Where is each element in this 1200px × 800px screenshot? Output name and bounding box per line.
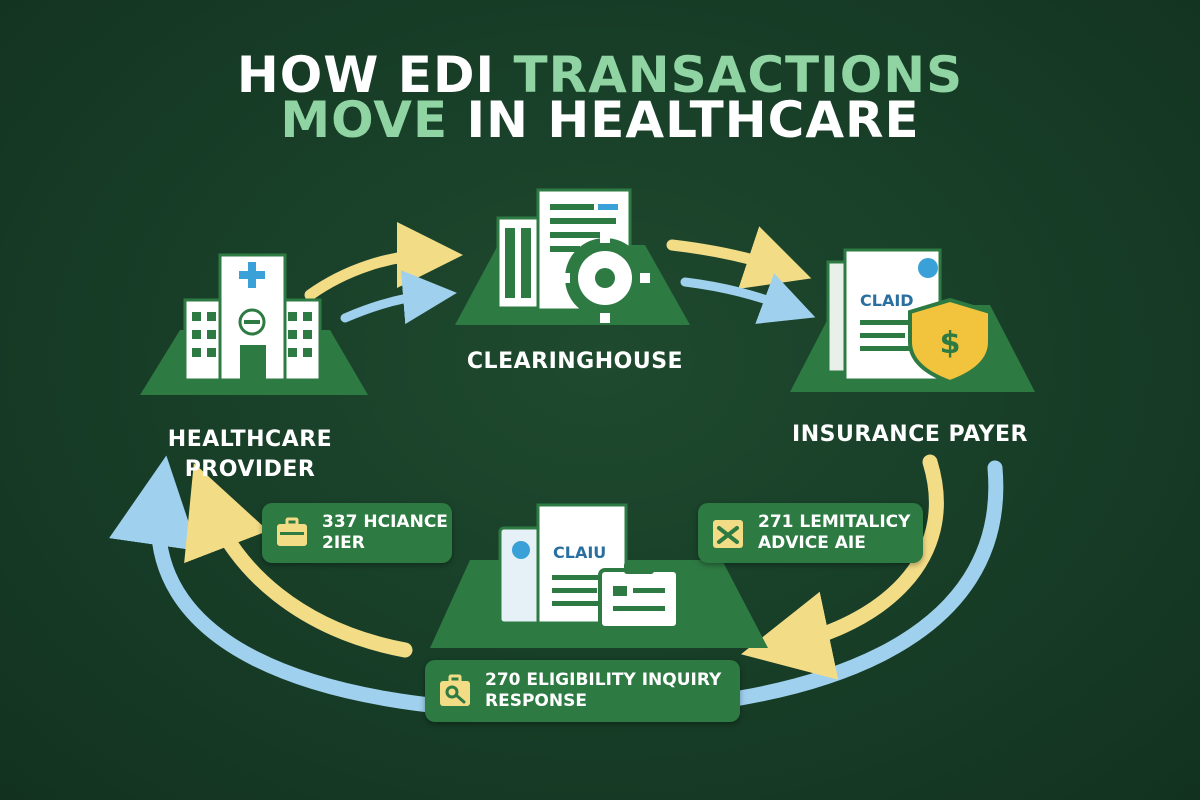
provider-label-line-1: HEALTHCARE	[167, 427, 333, 452]
healthcare-provider-node	[140, 253, 368, 395]
right-tag-line-2: ADVICE AIE	[758, 533, 866, 553]
right-tag-line-1: 271 LEMITALICY	[758, 512, 911, 532]
center-claim-card-text: CLAIU	[553, 543, 606, 562]
briefcase-icon	[277, 517, 307, 546]
page-title-line-1: HOW EDI TRANSACTIONS	[0, 45, 1200, 105]
hospital-icon	[183, 253, 322, 382]
bottom-loop-yellow-right-arrow	[740, 454, 944, 680]
shield-dollar-icon: $	[908, 297, 992, 385]
key-document-icon	[440, 674, 470, 706]
clearinghouse-to-payer-blue-arrow	[680, 273, 816, 324]
checklist-icon	[713, 520, 743, 548]
title-part-transactions: TRANSACTIONS	[513, 46, 964, 104]
payer-claim-card-text: CLAID	[860, 291, 914, 310]
bottom-tag-line-2: RESPONSE	[485, 691, 587, 711]
left-tag-line-2: 2IER	[322, 533, 365, 553]
provider-to-clearinghouse-yellow-arrow	[304, 222, 463, 301]
provider-label-line-2: PROVIDER	[184, 457, 316, 482]
shield-dollar-symbol: $	[940, 326, 961, 361]
clipboard-icon	[598, 562, 680, 630]
transaction-tag-left: 337 HCIANCE 2IER	[262, 503, 452, 563]
clearinghouse-node	[455, 188, 690, 325]
provider-label: HEALTHCARE PROVIDER	[130, 425, 370, 485]
transaction-tag-bottom: 270 ELIGIBILITY INQUIRY RESPONSE	[425, 660, 740, 722]
clearinghouse-label: CLEARINGHOUSE	[466, 349, 684, 374]
payer-label: INSURANCE PAYER	[792, 422, 1028, 447]
transaction-tag-right: 271 LEMITALICY ADVICE AIE	[698, 503, 923, 563]
claims-exchange-node: CLAIU	[430, 503, 768, 648]
title-part-how-edi: HOW EDI	[236, 46, 496, 104]
title-part-move: MOVE	[280, 91, 449, 149]
left-tag-line-1: 337 HCIANCE	[322, 512, 448, 532]
bottom-loop-yellow-left-arrow	[184, 463, 413, 658]
provider-to-clearinghouse-blue-arrow	[340, 270, 457, 325]
bottom-tag-line-1: 270 ELIGIBILITY INQUIRY	[485, 670, 722, 690]
page-title-line-2: MOVE IN HEALTHCARE	[0, 90, 1200, 150]
insurance-payer-node: CLAID $	[790, 248, 1035, 392]
title-part-in-healthcare: IN HEALTHCARE	[466, 91, 920, 149]
gear-icon	[560, 233, 650, 323]
clearinghouse-to-payer-yellow-arrow	[666, 226, 812, 289]
